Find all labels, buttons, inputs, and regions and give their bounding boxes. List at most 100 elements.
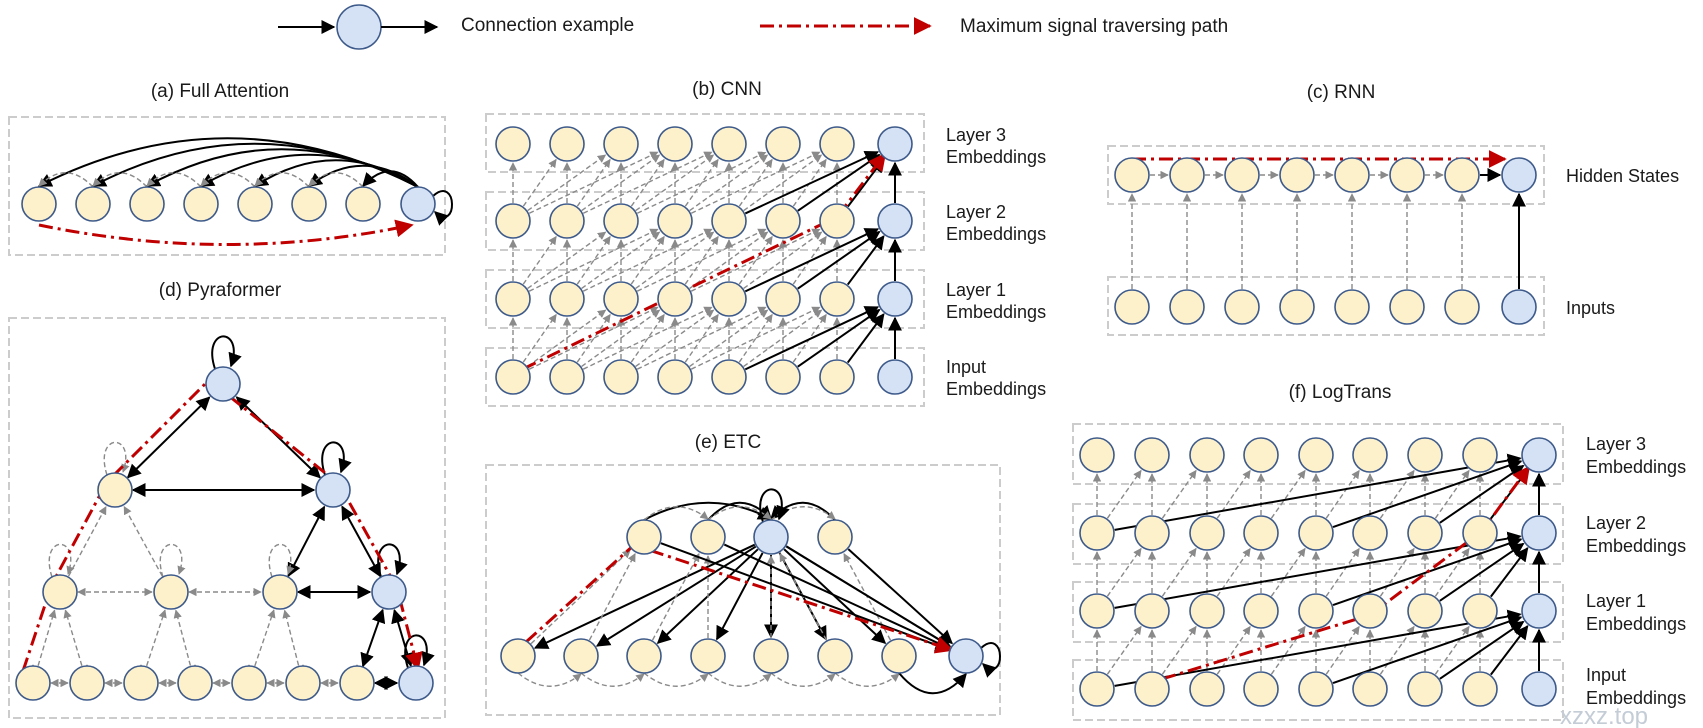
cnn-solid-r2-4	[744, 228, 880, 293]
py-top-edge-left	[126, 396, 211, 479]
title-cnn: (b) CNN	[692, 79, 762, 100]
panel-frames	[8, 113, 1564, 721]
cnn-dash-r1-2-3	[630, 158, 665, 207]
log-node-r0-1	[1134, 437, 1170, 473]
title-logtrans: (f) LogTrans	[1289, 382, 1392, 403]
cnn-node-r2-0	[495, 281, 531, 317]
cnn-dash-r3-4-6	[743, 309, 823, 368]
cnn-node-r0-6	[819, 126, 855, 162]
fa-dash-edge-3	[146, 172, 202, 188]
py-l1-up-edge-1	[123, 505, 163, 577]
log-node-r1-7	[1462, 515, 1498, 551]
frame-log-layer3	[1072, 423, 1564, 485]
cnn-node-r1-5	[765, 203, 801, 239]
etc-bot-solid	[898, 672, 967, 695]
fa-attn-edge-4	[253, 159, 419, 188]
cnn-dash-r1-3-4	[684, 158, 719, 207]
cnn-node-r2-1	[549, 281, 585, 317]
cnn-node-r2-6	[819, 281, 855, 317]
py-l1-node-1	[153, 574, 189, 610]
cnn-dash-r1-4-5	[738, 158, 773, 207]
py-base-node-1	[69, 665, 105, 701]
cnn-dash-r2-3-5	[689, 231, 769, 290]
cnn-dash-r2-3-4	[684, 235, 719, 285]
rnn-hidden-node-1	[1169, 157, 1205, 193]
log-node-r3-3	[1243, 671, 1279, 707]
nodes-layer	[15, 126, 1557, 707]
frame-etc	[485, 464, 1001, 716]
log-diag-r2-0	[1106, 547, 1142, 597]
etc-local-up-2	[651, 552, 700, 641]
etc-local-up-5	[779, 552, 828, 641]
py-l1-node-2	[262, 574, 298, 610]
log-node-r3-0	[1079, 671, 1115, 707]
rnn-input-node-2	[1224, 289, 1260, 325]
log-node-r2-7	[1462, 593, 1498, 629]
fa-dash-edge-1	[38, 172, 94, 188]
edges-layer	[28, 137, 1546, 695]
log-label-input-line2: Embeddings	[1586, 688, 1686, 708]
log-node-r0-6	[1407, 437, 1443, 473]
log-node-r0-2	[1189, 437, 1225, 473]
etc-top-node-1	[690, 519, 726, 555]
rnn-input-node-0	[1114, 289, 1150, 325]
legend-path-label: Maximum signal traversing path	[960, 16, 1228, 37]
cnn-solid-r2-6	[846, 235, 885, 286]
watermark: xzxz.top	[1560, 703, 1648, 728]
log-node-r2-2	[1189, 593, 1225, 629]
etc-bottom-node-3	[690, 638, 726, 674]
log-solid-r1-6	[1439, 464, 1525, 524]
py-top-self	[211, 335, 242, 370]
py-top-node	[205, 366, 241, 402]
log-diag-r1-6	[1434, 469, 1470, 519]
cnn-node-r1-6	[819, 203, 855, 239]
etc-bottom-node-1	[563, 638, 599, 674]
log-node-r3-2	[1189, 671, 1225, 707]
rnn-hidden-node-4	[1334, 157, 1370, 193]
rnn-hidden-node-6	[1444, 157, 1480, 193]
fa-node-2	[129, 186, 165, 222]
cnn-node-r0-4	[711, 126, 747, 162]
py-base-node-5	[285, 665, 321, 701]
cnn-node-r1-2	[603, 203, 639, 239]
cnn-solid-r1-4	[744, 150, 880, 215]
etc-bot-dash-1	[580, 672, 645, 687]
log-max-path	[1161, 465, 1531, 681]
log-node-r3-5	[1352, 671, 1388, 707]
log-node-r1-3	[1243, 515, 1279, 551]
cnn-solid-r3-4	[744, 306, 880, 371]
frame-log-layer2	[1072, 503, 1564, 565]
log-diag-r1-1	[1161, 469, 1197, 519]
py-up-edge-4	[254, 609, 276, 667]
cnn-node-r0-3	[657, 126, 693, 162]
fa-max-path	[38, 219, 414, 246]
cnn-dash-r2-1-2	[576, 235, 611, 285]
log-node-r3-6	[1407, 671, 1443, 707]
frame-cnn-layer3	[485, 113, 925, 173]
legend: Connection example Maximum signal traver…	[278, 4, 1228, 50]
py-up-edge-2	[145, 609, 167, 667]
py-l1-up-edge-0	[67, 505, 107, 577]
log-solid-r2-0	[1114, 531, 1522, 609]
rnn-input-node-3	[1279, 289, 1315, 325]
log-node-r0-7	[1462, 437, 1498, 473]
etc-bottom-node-4	[753, 638, 789, 674]
py-l1-node-0	[42, 574, 78, 610]
log-label-layer3-line1: Layer 3	[1586, 434, 1646, 454]
frame-log-layer1	[1072, 581, 1564, 643]
cnn-node-r0-0	[495, 126, 531, 162]
etc-bot-dash-0	[517, 672, 582, 687]
py-l1-node-3	[371, 574, 407, 610]
cnn-max-path	[522, 152, 887, 371]
fa-dash-edge-2	[92, 172, 148, 188]
log-solid-r2-6	[1439, 542, 1525, 602]
cnn-node-r2-5	[765, 281, 801, 317]
cnn-dash-r3-3-4	[684, 313, 719, 363]
cnn-dash-r3-3-5	[689, 309, 769, 368]
cnn-node-r3-5	[765, 359, 801, 395]
py-l1-dash-self-0	[48, 543, 75, 578]
cnn-dash-r1-1-2	[576, 158, 611, 207]
cnn-node-r0-1	[549, 126, 585, 162]
log-node-r1-0	[1079, 515, 1115, 551]
frame-full-attention	[8, 116, 446, 256]
